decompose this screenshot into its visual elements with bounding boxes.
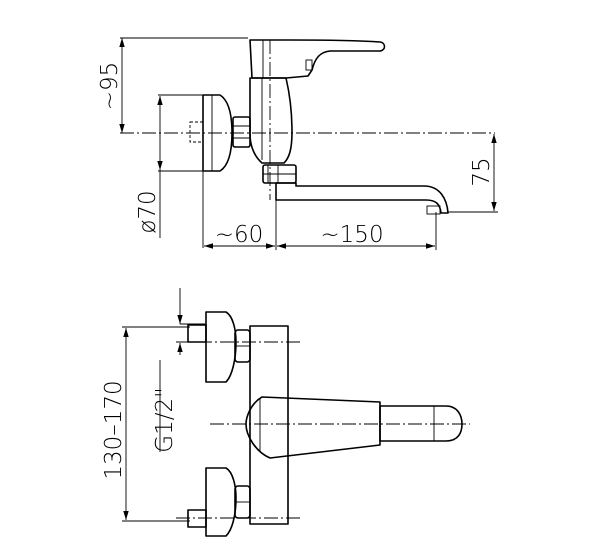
dim-thread-size: G1/2" bbox=[152, 387, 178, 452]
dim-spout-drop: 75 bbox=[469, 157, 495, 186]
front-view: G1/2" 130–170 bbox=[101, 288, 470, 537]
dim-height-above-axis: ~95 bbox=[97, 62, 123, 111]
side-valve-body bbox=[249, 77, 293, 164]
front-inlet-bottom bbox=[187, 509, 207, 528]
side-spout bbox=[275, 182, 449, 214]
front-valve-body bbox=[249, 325, 289, 525]
front-rosette-top bbox=[205, 311, 237, 383]
dim-rosette-diameter: ø70 bbox=[135, 190, 161, 233]
front-rosette-bottom bbox=[205, 467, 237, 537]
dim-wall-offset: ~60 bbox=[215, 222, 264, 248]
side-rosette bbox=[202, 94, 233, 172]
front-spout bbox=[245, 396, 381, 459]
dim-spout-reach: ~150 bbox=[320, 222, 383, 248]
side-nut bbox=[232, 116, 251, 148]
side-handle-lever bbox=[249, 39, 386, 79]
front-inlet-top bbox=[187, 324, 207, 343]
dim-connection-spacing: 130–170 bbox=[101, 380, 127, 479]
side-inner-connector bbox=[189, 121, 204, 143]
front-spout-nozzle bbox=[379, 405, 463, 442]
side-aerator bbox=[426, 205, 441, 215]
side-view: ~95 ø70 ~60 ~150 75 bbox=[97, 37, 498, 250]
